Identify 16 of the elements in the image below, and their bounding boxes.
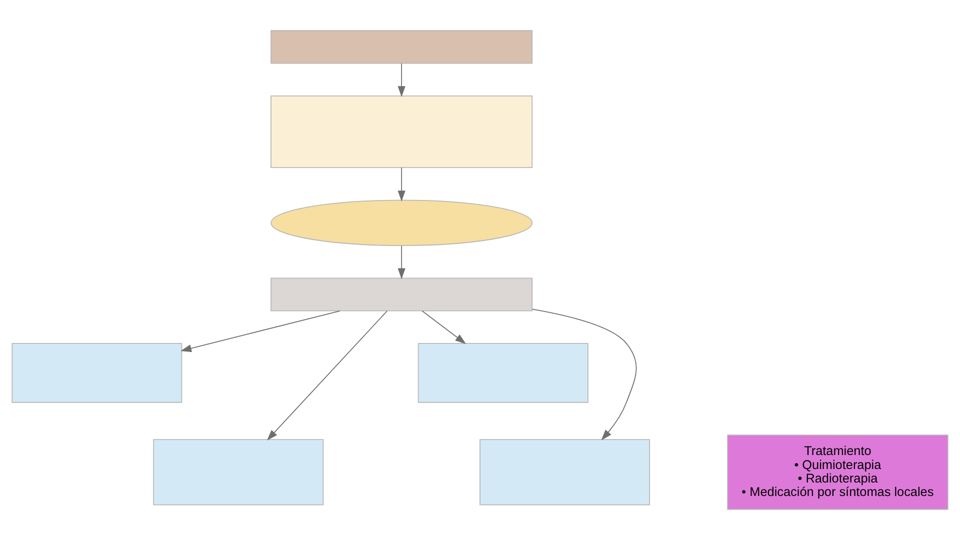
arrow (180, 310, 340, 352)
node-box (270, 30, 533, 64)
arrow (398, 63, 406, 98)
node-box (270, 278, 533, 312)
arrow (422, 310, 466, 344)
node-box (418, 343, 588, 403)
node-box (12, 343, 182, 403)
node-box (270, 95, 533, 168)
arrow (398, 167, 406, 202)
arrow (532, 308, 637, 440)
node-box (480, 439, 650, 506)
node-ellipse (270, 200, 533, 246)
node-box: Tratamiento • Quimioterapia • Radioterapia • Medicación por síntomas locales (727, 434, 948, 510)
node-box (153, 439, 324, 506)
arrow (398, 245, 406, 280)
arrow (266, 310, 388, 441)
